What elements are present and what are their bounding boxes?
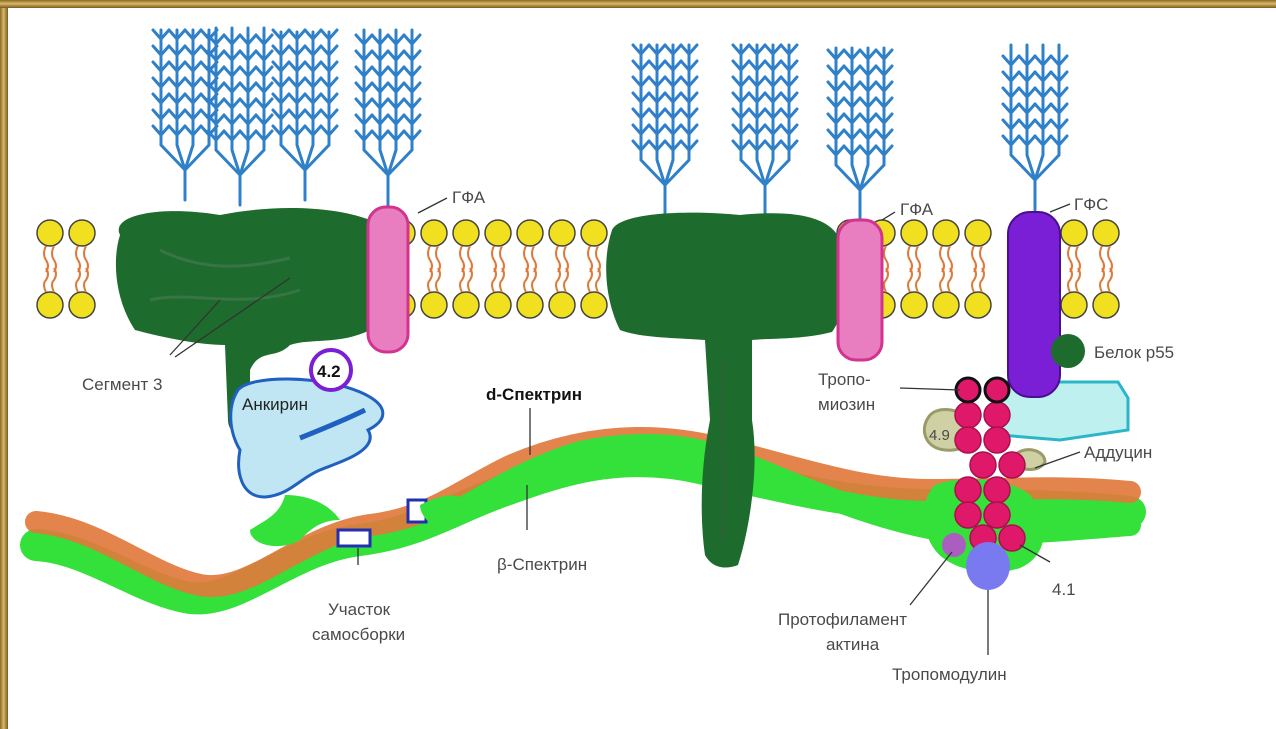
label-segment-3: Сегмент 3: [82, 375, 162, 394]
lipid-head-top: [901, 220, 927, 246]
actin-bead: [984, 502, 1010, 528]
lipid-head-top: [1061, 220, 1087, 246]
label-p55: Белок р55: [1094, 343, 1174, 362]
label-protein-4-9: 4.9: [929, 427, 950, 444]
lipid-head-bottom: [933, 292, 959, 318]
label-ankyrin: Анкирин: [242, 395, 308, 414]
lipid-head-top: [485, 220, 511, 246]
lipid-head-top: [965, 220, 991, 246]
actin-bead: [984, 402, 1010, 428]
label-self-assembly-1: Участок: [328, 600, 391, 619]
lipid-head-bottom: [581, 292, 607, 318]
lipid-head-bottom: [965, 292, 991, 318]
glycan-tree: [828, 48, 892, 220]
lipid-head-bottom: [517, 292, 543, 318]
label-adducin: Аддуцин: [1084, 443, 1152, 462]
actin-bead: [999, 452, 1025, 478]
lipid-head-top: [1093, 220, 1119, 246]
glycan-tree: [1003, 45, 1067, 210]
lipid-head-top: [933, 220, 959, 246]
glycan-trees: [153, 28, 1067, 220]
lipid-head-bottom: [901, 292, 927, 318]
label-beta-spectrin: β-Спектрин: [497, 555, 587, 574]
lipid-head-bottom: [37, 292, 63, 318]
actin-bead: [984, 427, 1010, 453]
glycophorin-a-left: [368, 207, 408, 352]
glycan-tree: [633, 45, 697, 215]
label-tropomodulin: Тропомодулин: [892, 665, 1007, 684]
glycophorin-a-right: [838, 220, 882, 360]
lipid-head-bottom: [69, 292, 95, 318]
label-gfa-right: ГФА: [900, 200, 934, 219]
actin-bead: [970, 452, 996, 478]
tropomodulin-protein: [966, 542, 1010, 590]
actin-bead: [955, 477, 981, 503]
self-assembly-site: [338, 530, 370, 546]
glycan-tree: [356, 30, 420, 205]
lipid-head-top: [421, 220, 447, 246]
label-tropomyosin-1: Тропо-: [818, 370, 871, 389]
glycan-tree: [733, 45, 797, 215]
lipid-head-bottom: [549, 292, 575, 318]
lipid-head-top: [453, 220, 479, 246]
glycan-tree: [273, 30, 337, 200]
actin-end-marker: [942, 533, 966, 557]
lipid-head-top: [581, 220, 607, 246]
actin-bead: [955, 402, 981, 428]
label-actin-2: актина: [826, 635, 880, 654]
tropomyosin-bead-2: [985, 378, 1009, 402]
actin-bead: [955, 427, 981, 453]
lipid-head-bottom: [421, 292, 447, 318]
label-alpha-spectrin: d-Спектрин: [486, 385, 582, 404]
label-tropomyosin-2: миозин: [818, 395, 875, 414]
lipid-head-bottom: [485, 292, 511, 318]
label-protein-4-2: 4.2: [317, 362, 341, 381]
lipid-head-bottom: [1093, 292, 1119, 318]
lipid-head-top: [517, 220, 543, 246]
lipid-head-bottom: [1061, 292, 1087, 318]
label-actin-1: Протофиламент: [778, 610, 907, 629]
lipid-head-top: [69, 220, 95, 246]
label-protein-4-1: 4.1: [1052, 580, 1076, 599]
band3-protein-right: [606, 213, 845, 568]
lipid-head-top: [37, 220, 63, 246]
lipid-head-top: [549, 220, 575, 246]
actin-bead: [955, 502, 981, 528]
label-gfs: ГФС: [1074, 195, 1108, 214]
p55-protein: [1051, 334, 1085, 368]
label-gfa-left: ГФА: [452, 188, 486, 207]
actin-bead: [984, 477, 1010, 503]
label-self-assembly-2: самосборки: [312, 625, 405, 644]
lipid-head-bottom: [453, 292, 479, 318]
glycophorin-c: [1008, 212, 1060, 397]
glycan-tree: [208, 28, 272, 205]
actin-bead: [999, 525, 1025, 551]
